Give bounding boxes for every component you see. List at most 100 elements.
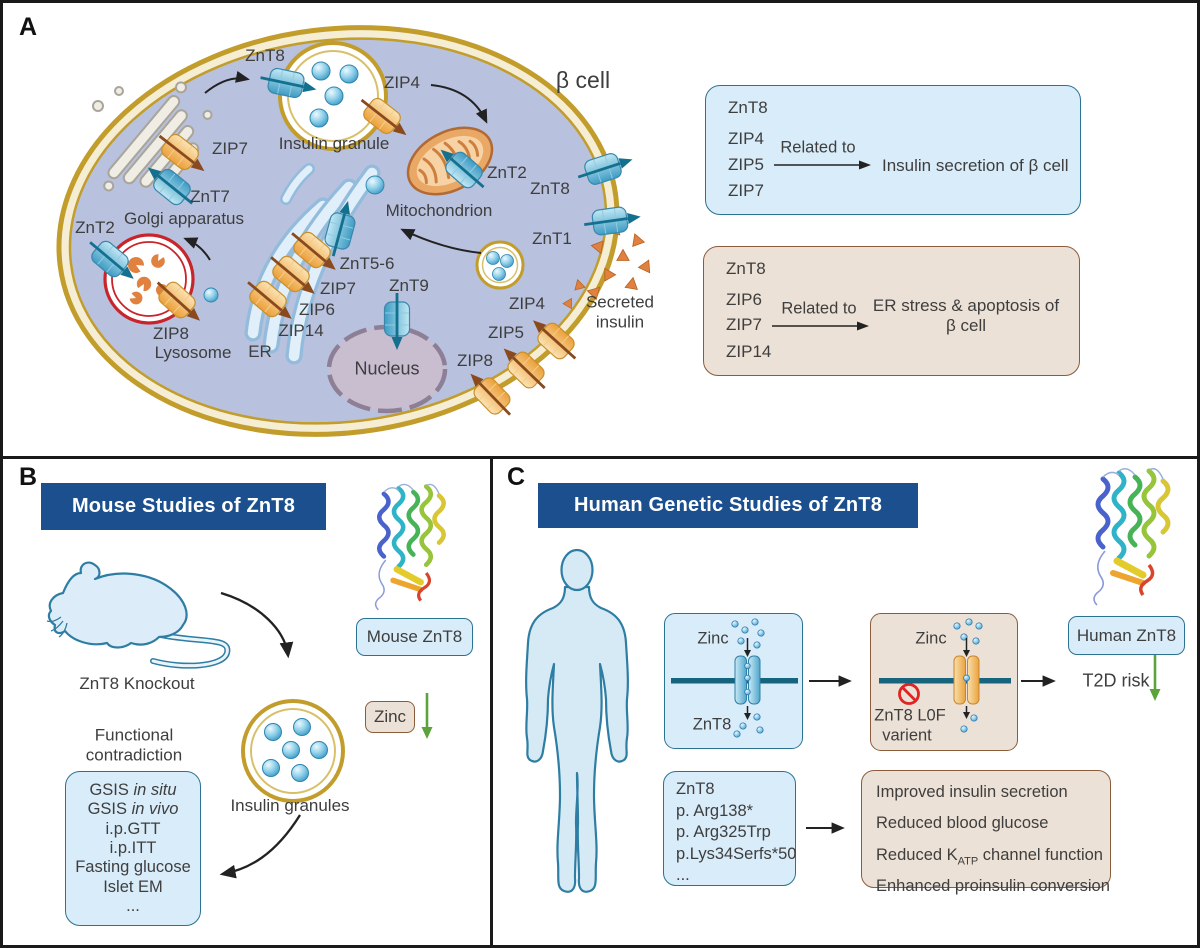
secretion-transporter: ZIP7 <box>728 181 764 200</box>
outcome-item: Enhanced proinsulin conversion <box>876 876 1110 895</box>
zip8-membrane-label: ZIP8 <box>457 351 493 371</box>
zinc-channel-normal-icon <box>671 618 798 738</box>
mitochondrion-label: Mitochondrion <box>385 201 493 221</box>
er-label: ER <box>248 342 272 362</box>
secretion-transporter: ZIP5 <box>728 155 764 174</box>
znt5-6-label: ZnT5-6 <box>339 254 395 274</box>
insulin-granule-icon <box>278 41 388 151</box>
panel-c-header: Human Genetic Studies of ZnT8 <box>538 483 918 528</box>
znt8-knockout-label: ZnT8 Knockout <box>79 674 195 694</box>
zip7-er-transporter-icon <box>282 222 346 281</box>
zip4-granule-label: ZIP4 <box>384 73 420 93</box>
znt1-label: ZnT1 <box>532 229 572 249</box>
zinc-ion-icon <box>203 287 219 303</box>
human-znt8-label-box: Human ZnT8 <box>1068 616 1185 655</box>
stress-transporter: ZIP14 <box>726 342 772 361</box>
assay-list-box: GSIS in situ GSIS in vivo i.p.GTT i.p.IT… <box>65 771 201 926</box>
human-znt8-structure-icon <box>1094 469 1168 605</box>
zip8-membrane-transporter-icon <box>460 363 521 425</box>
secreted-insulin-label: Secreted insulin <box>585 292 655 331</box>
zip14-transporter-icon <box>238 271 302 330</box>
normal-channel-box: Zinc ZnT8 <box>664 613 803 749</box>
zip14-label: ZIP14 <box>278 321 324 341</box>
assay-item: GSIS in situ <box>89 781 177 799</box>
assay-item: ... <box>126 896 140 915</box>
znt8-membrane-transporter-icon <box>573 146 638 191</box>
assay-item: Fasting glucose <box>75 858 191 877</box>
zip6-label: ZIP6 <box>299 300 335 320</box>
secretion-transporter: ZnT8 <box>728 98 768 117</box>
znt9-transporter-icon <box>383 291 411 352</box>
relation-label: Related to <box>781 299 857 318</box>
zip7-transporter-icon <box>150 124 214 183</box>
znt5-6-transporter-icon <box>319 196 362 261</box>
lysosome-icon <box>103 233 195 325</box>
insulin-granules-label: Insulin granules <box>230 796 350 816</box>
stress-transporter: ZIP6 <box>726 290 762 309</box>
relation-arrow-icon <box>772 321 869 331</box>
golgi-vesicle-icon <box>92 100 104 112</box>
outcome-list-box: Improved insulin secretion Reduced blood… <box>861 770 1111 895</box>
panel-divider-horizontal <box>3 456 1197 459</box>
stress-outcome: ER stress & apoptosis of β cell <box>872 296 1060 335</box>
stress-relation-box: ZnT8 ZIP6 ZIP7 ZIP14 Related to ER stres… <box>703 246 1080 376</box>
zip4-membrane-label: ZIP4 <box>509 294 545 314</box>
znt8-transporter-icon <box>256 63 321 104</box>
human-icon <box>525 548 629 893</box>
znt8-membrane-label: ZnT8 <box>530 179 570 199</box>
golgi-vesicle-icon <box>114 86 124 96</box>
zinc-ion-icon <box>365 175 385 195</box>
variant-list-box: ZnT8 p. Arg138* p. Arg325Trp p.Lys34Serf… <box>663 771 796 886</box>
mouse-znt8-structure-icon <box>376 484 444 609</box>
green-down-arrow-icon <box>1149 655 1161 701</box>
assay-item: i.p.ITT <box>109 838 157 857</box>
variant-item: ... <box>676 866 690 884</box>
znt2-lysosome-label: ZnT2 <box>75 218 115 238</box>
variant-item: p.Lys34Serfs*50 <box>676 844 797 863</box>
znt2-mito-label: ZnT2 <box>487 163 527 183</box>
variant-item: p. Arg325Trp <box>676 823 771 841</box>
stress-transporter: ZIP7 <box>726 315 762 334</box>
assay-item: GSIS in vivo <box>87 800 179 819</box>
zinc-label: Zinc <box>697 629 729 648</box>
panel-b-header: Mouse Studies of ZnT8 <box>41 483 326 530</box>
zip8-transporter-icon <box>147 271 210 332</box>
mitochondrion-icon <box>406 126 494 196</box>
zinc-channel-lof-icon <box>879 618 1011 733</box>
panel-divider-vertical <box>490 456 493 945</box>
zip6-transporter-icon <box>261 246 325 305</box>
zinc-label-box: Zinc <box>365 701 415 733</box>
prohibition-icon <box>898 683 920 705</box>
insulin-granules-icon <box>241 699 345 803</box>
t2d-risk-label: T2D risk <box>1082 670 1150 691</box>
knockout-arrow <box>220 591 294 659</box>
zip7-golgi-label: ZIP7 <box>212 139 248 159</box>
relation-arrow-icon <box>774 160 871 170</box>
znt1-transporter-icon <box>581 202 644 239</box>
znt9-label: ZnT9 <box>389 276 429 296</box>
flow-arrows <box>183 70 488 261</box>
outcome-item: Reduced KATP channel function <box>876 845 1103 867</box>
assay-item: i.p.GTT <box>105 819 161 838</box>
panel-a-letter: A <box>19 13 38 41</box>
beta-cell-label: β cell <box>555 66 611 93</box>
znt2-mito-transporter-icon <box>431 138 494 198</box>
secretion-outcome: Insulin secretion of β cell <box>882 156 1069 175</box>
nucleus-label: Nucleus <box>354 358 420 379</box>
outcome-item: Reduced blood glucose <box>876 814 1049 833</box>
zip5-label: ZIP5 <box>488 323 524 343</box>
mouse-icon <box>46 561 231 669</box>
relation-label: Related to <box>780 138 856 157</box>
znt2-transporter-icon <box>80 231 144 290</box>
insulin-granule-label: Insulin granule <box>278 134 390 154</box>
granule-to-assay-arrow <box>219 814 301 879</box>
outcome-item: Improved insulin secretion <box>876 783 1068 801</box>
panel-b-letter: B <box>19 463 38 491</box>
green-down-arrow-icon <box>421 693 433 739</box>
znt7-label: ZnT7 <box>190 187 230 207</box>
znt8-granule-label: ZnT8 <box>245 46 285 66</box>
stress-transporter: ZnT8 <box>726 259 766 278</box>
znt8-lof-label-line2: varient <box>882 726 932 745</box>
zip5-transporter-icon <box>493 338 555 399</box>
